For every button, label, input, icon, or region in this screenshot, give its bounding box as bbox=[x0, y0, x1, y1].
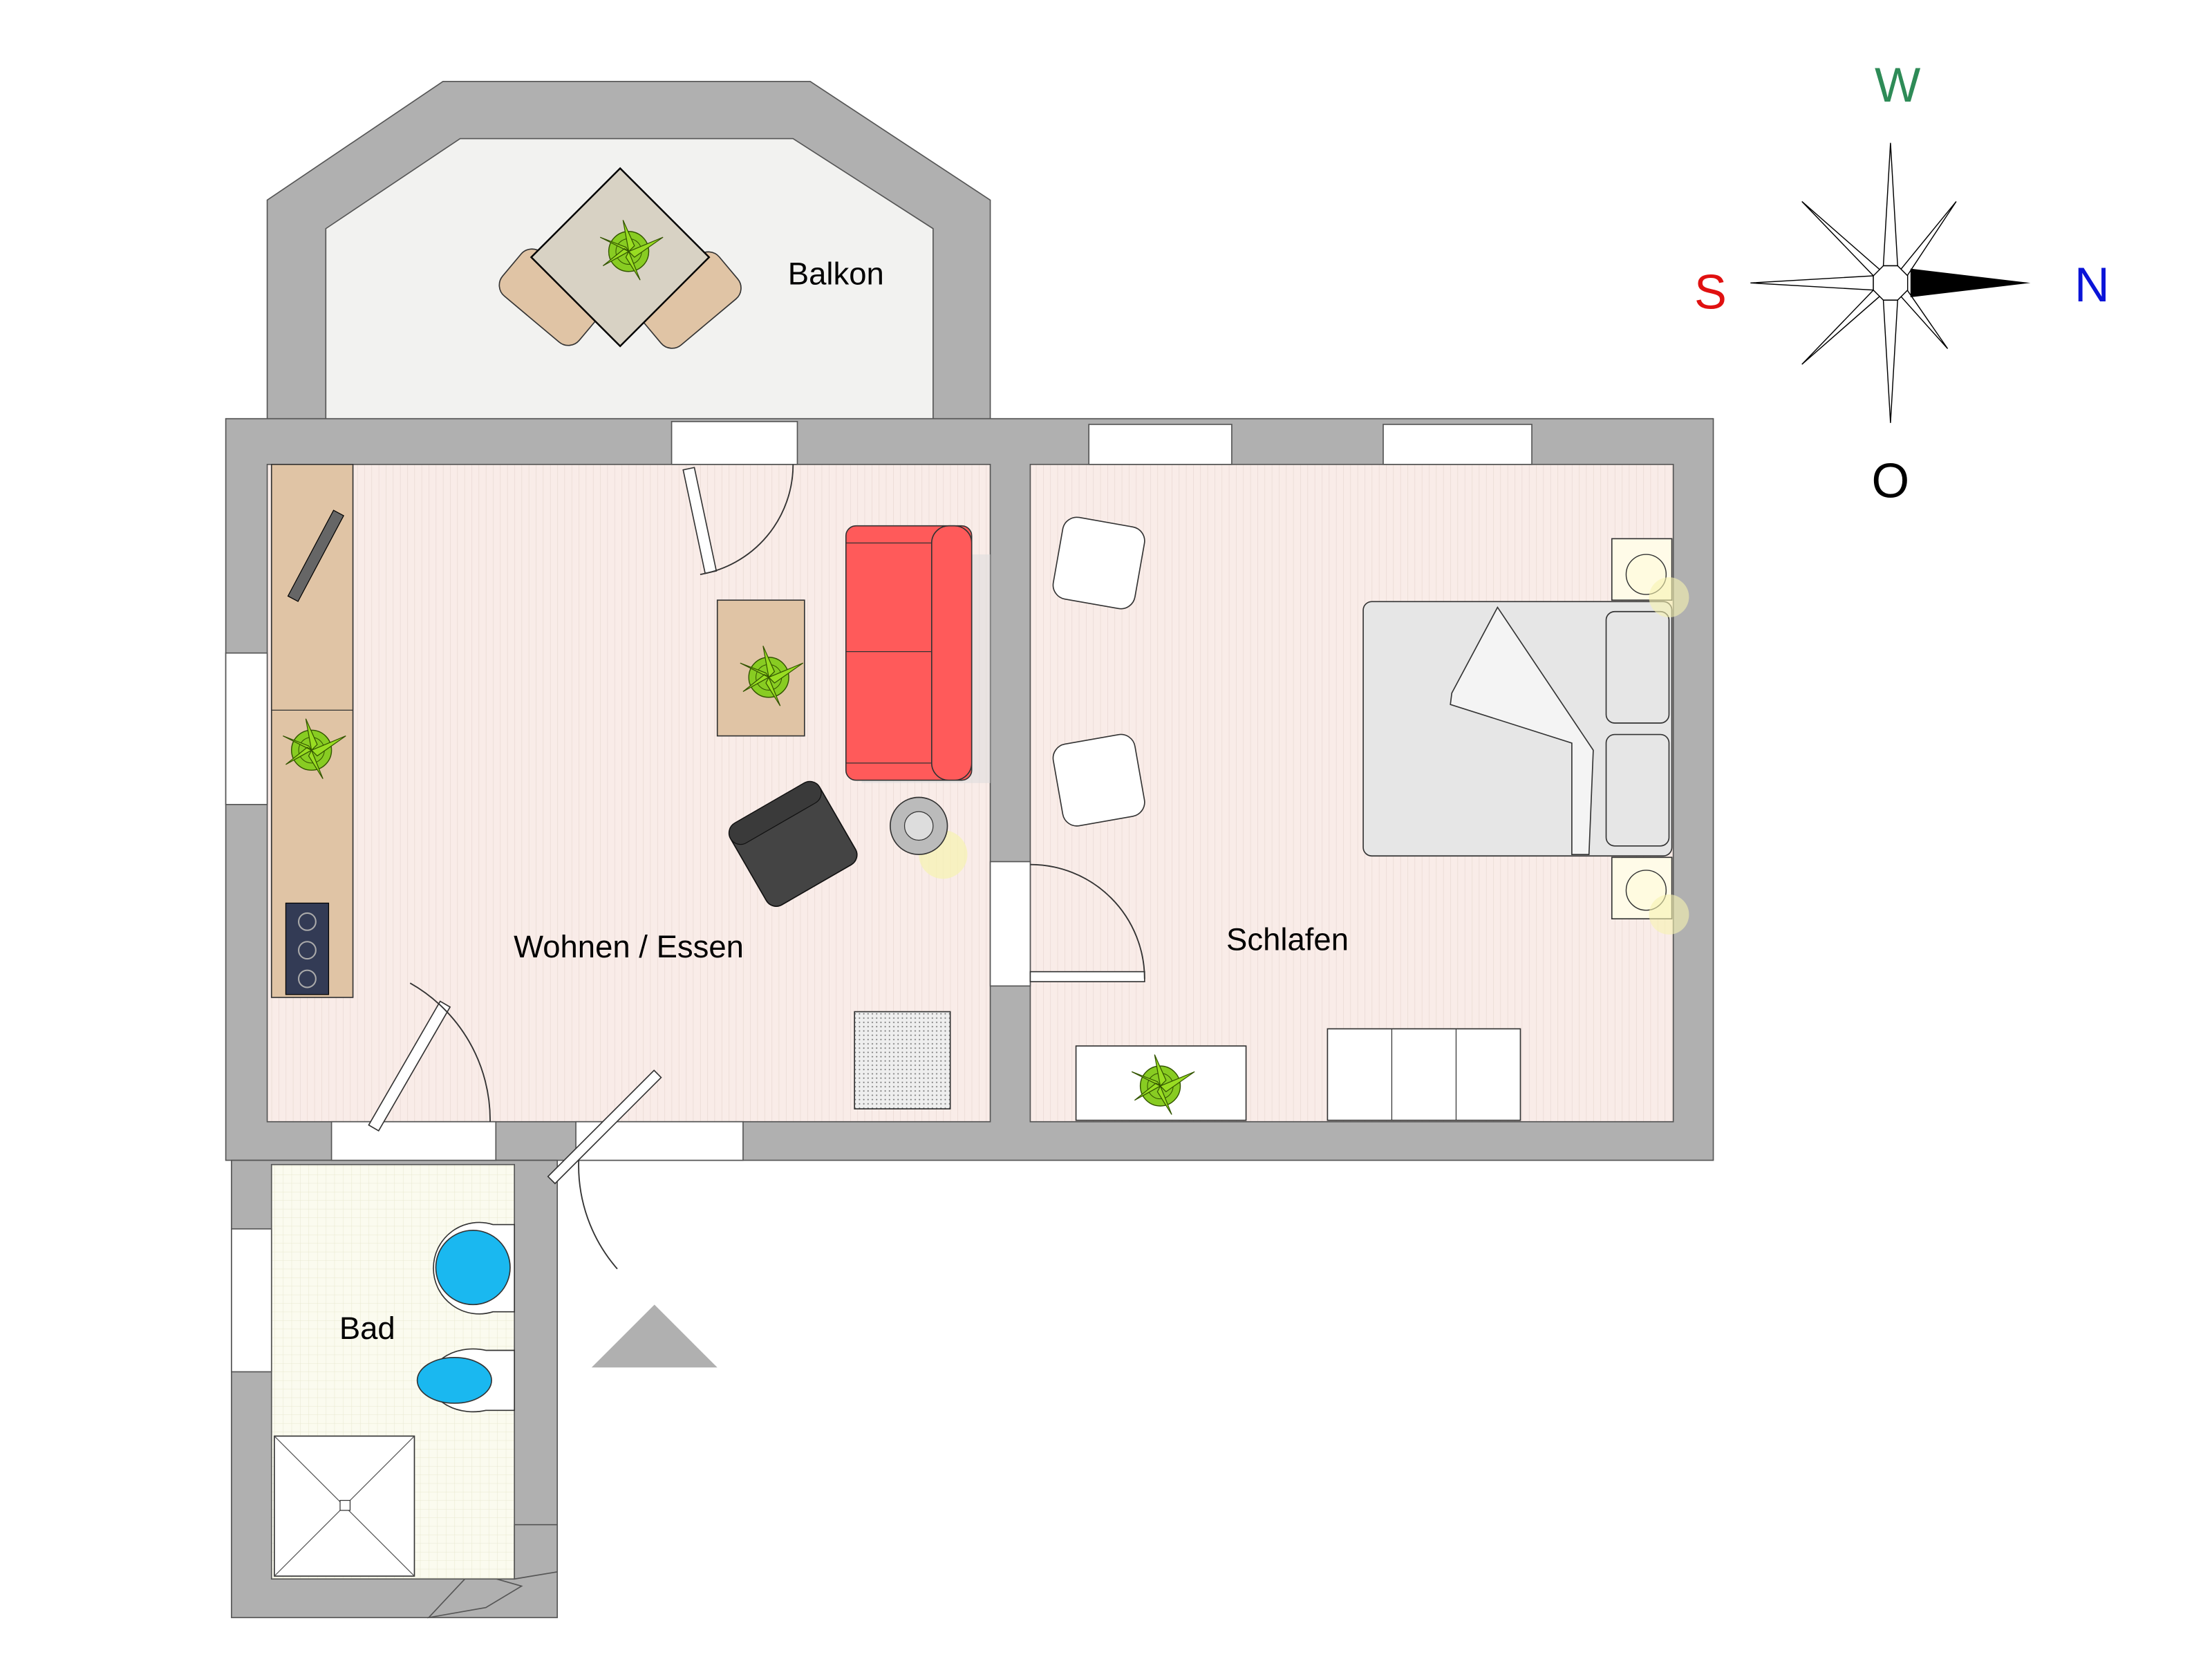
shower bbox=[274, 1435, 415, 1577]
room-bath: Bad bbox=[231, 1163, 559, 1580]
window-bedroom-1 bbox=[1088, 424, 1232, 465]
chair bbox=[1052, 516, 1145, 610]
coffee-table bbox=[716, 599, 805, 737]
kitchen-counter bbox=[270, 464, 354, 998]
room-living: Wohnen / Essen bbox=[225, 420, 991, 1270]
compass-label-bottom: O bbox=[1872, 453, 1910, 507]
room-label-balcony: Balkon bbox=[788, 256, 884, 291]
compass-label-left: S bbox=[1694, 265, 1727, 319]
chair bbox=[1052, 733, 1145, 827]
entrance-door[interactable] bbox=[547, 1069, 662, 1270]
window-living bbox=[225, 652, 268, 805]
window-bedroom-2 bbox=[1382, 424, 1533, 465]
room-label-living: Wohnen / Essen bbox=[514, 929, 744, 964]
sink bbox=[433, 1221, 516, 1315]
window-bath bbox=[231, 1228, 272, 1373]
tv-icon bbox=[287, 509, 344, 602]
bedroom-door-opening[interactable] bbox=[989, 861, 1031, 987]
bath-door[interactable] bbox=[368, 982, 491, 1132]
bath-door-opening[interactable] bbox=[330, 1121, 497, 1161]
armchair bbox=[728, 780, 858, 907]
wardrobe bbox=[1327, 1028, 1521, 1121]
room-label-bath: Bad bbox=[339, 1311, 395, 1346]
toilet bbox=[416, 1348, 516, 1413]
radiator bbox=[854, 1011, 951, 1109]
balcony-table-set bbox=[498, 167, 742, 349]
balcony-door[interactable] bbox=[682, 464, 794, 575]
entrance-arrow-icon bbox=[591, 1304, 718, 1368]
desk bbox=[1075, 1045, 1247, 1121]
balcony: Balkon bbox=[266, 81, 991, 422]
compass-rose-icon bbox=[1750, 142, 2031, 423]
room-label-bedroom: Schlafen bbox=[1226, 922, 1349, 957]
stove-icon bbox=[285, 902, 330, 995]
sofa bbox=[845, 525, 991, 783]
compass-label-right: N bbox=[2074, 257, 2110, 312]
floor-lamp bbox=[890, 796, 968, 879]
nightstand bbox=[1611, 538, 1689, 618]
room-bedroom: Schlafen bbox=[989, 424, 1689, 1123]
bed bbox=[1362, 601, 1673, 857]
balcony-door-opening[interactable] bbox=[671, 420, 798, 465]
nightstand bbox=[1611, 856, 1689, 935]
compass-label-top: W bbox=[1875, 57, 1921, 112]
bedroom-door[interactable] bbox=[1029, 863, 1145, 982]
